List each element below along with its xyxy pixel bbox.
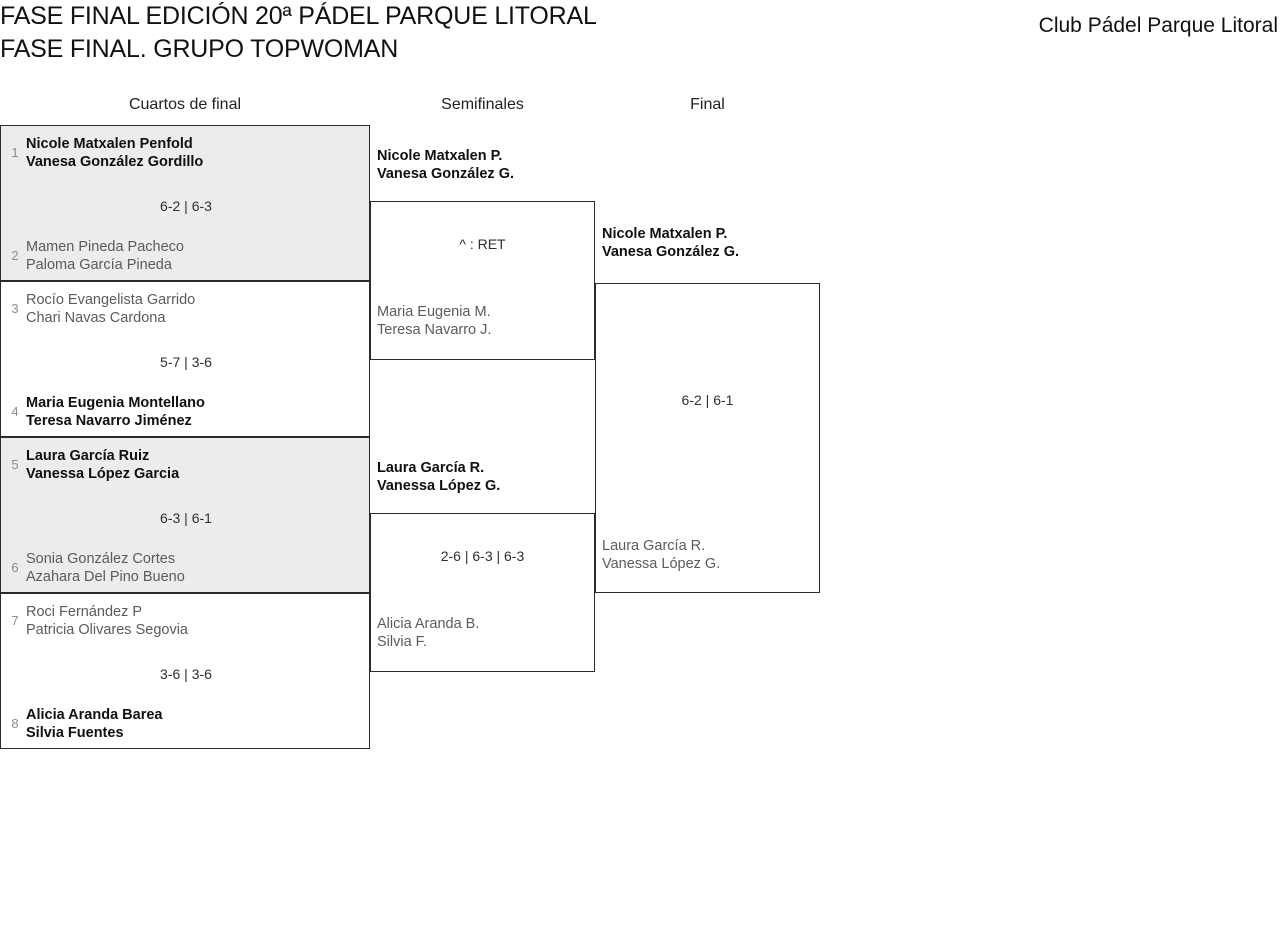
player-name: Laura García Ruiz bbox=[26, 448, 150, 464]
player-name: Rocío Evangelista Garrido bbox=[26, 292, 196, 308]
match-score: ^ : RET bbox=[459, 236, 506, 252]
player-name: Laura García R. bbox=[602, 538, 706, 554]
semifinal-team-bottom[interactable]: Alicia Aranda B. Silvia F. bbox=[377, 615, 479, 651]
semifinal-match[interactable] bbox=[370, 201, 595, 360]
player-name: Vanessa López G. bbox=[602, 556, 721, 572]
seed-number: 5 bbox=[11, 457, 19, 472]
player-name: Azahara Del Pino Bueno bbox=[26, 569, 185, 585]
player-name: Paloma García Pineda bbox=[26, 257, 172, 273]
quarterfinal-match[interactable]: 5 Laura García Ruiz Vanessa López Garcia… bbox=[0, 437, 370, 593]
match-score: 5-7 | 3-6 bbox=[160, 354, 212, 370]
round-heading-semifinals: Semifinales bbox=[441, 96, 524, 113]
seed-number: 4 bbox=[11, 404, 19, 419]
semifinal-team-bottom[interactable]: Maria Eugenia M. Teresa Navarro J. bbox=[377, 303, 491, 339]
round-heading-final: Final bbox=[690, 96, 725, 113]
player-name: Alicia Aranda B. bbox=[377, 616, 480, 632]
player-name: Sonia González Cortes bbox=[26, 551, 176, 567]
team-names: Maria Eugenia Montellano Teresa Navarro … bbox=[26, 394, 365, 430]
player-name: Patricia Olivares Segovia bbox=[26, 622, 188, 638]
match-score: 3-6 | 3-6 bbox=[160, 666, 212, 682]
player-name: Maria Eugenia M. bbox=[377, 304, 491, 320]
player-name: Maria Eugenia Montellano bbox=[26, 395, 205, 411]
team-names: Laura García Ruiz Vanessa López Garcia bbox=[26, 447, 365, 483]
title-line-1: FASE FINAL EDICIÓN 20ª PÁDEL PARQUE LITO… bbox=[0, 2, 597, 30]
player-name: Laura García R. bbox=[377, 460, 485, 476]
team-names: Rocío Evangelista Garrido Chari Navas Ca… bbox=[26, 291, 365, 327]
team-names: Alicia Aranda Barea Silvia Fuentes bbox=[26, 706, 365, 742]
team-names: Sonia González Cortes Azahara Del Pino B… bbox=[26, 550, 365, 586]
team-names: Nicole Matxalen Penfold Vanesa González … bbox=[26, 135, 365, 171]
final-team-top[interactable]: Nicole Matxalen P. Vanesa González G. bbox=[602, 225, 739, 261]
player-name: Teresa Navarro J. bbox=[377, 322, 492, 338]
player-name: Silvia Fuentes bbox=[26, 725, 124, 741]
quarterfinal-match[interactable]: 1 Nicole Matxalen Penfold Vanesa Gonzále… bbox=[0, 125, 370, 281]
team-names: Roci Fernández P Patricia Olivares Segov… bbox=[26, 603, 365, 639]
tournament-title: FASE FINAL EDICIÓN 20ª PÁDEL PARQUE LITO… bbox=[0, 0, 760, 66]
semifinal-match[interactable] bbox=[370, 513, 595, 672]
seed-number: 8 bbox=[11, 716, 19, 731]
player-name: Teresa Navarro Jiménez bbox=[26, 413, 192, 429]
player-name: Chari Navas Cardona bbox=[26, 310, 166, 326]
player-name: Alicia Aranda Barea bbox=[26, 707, 163, 723]
player-name: Vanesa González Gordillo bbox=[26, 154, 204, 170]
player-name: Vanesa González G. bbox=[602, 244, 739, 260]
match-score: 6-2 | 6-3 bbox=[160, 198, 212, 214]
player-name: Mamen Pineda Pacheco bbox=[26, 239, 184, 255]
final-team-bottom[interactable]: Laura García R. Vanessa López G. bbox=[602, 537, 720, 573]
quarterfinal-match[interactable]: 3 Rocío Evangelista Garrido Chari Navas … bbox=[0, 281, 370, 437]
player-name: Nicole Matxalen Penfold bbox=[26, 136, 193, 152]
seed-number: 6 bbox=[11, 560, 19, 575]
seed-number: 1 bbox=[11, 145, 19, 160]
player-name: Vanessa López Garcia bbox=[26, 466, 180, 482]
seed-number: 2 bbox=[11, 248, 19, 263]
semifinal-team-top[interactable]: Laura García R. Vanessa López G. bbox=[377, 459, 500, 495]
player-name: Vanesa González G. bbox=[377, 166, 514, 182]
match-score: 6-2 | 6-1 bbox=[681, 392, 734, 408]
team-names: Mamen Pineda Pacheco Paloma García Pined… bbox=[26, 238, 365, 274]
final-match[interactable] bbox=[595, 283, 820, 593]
semifinal-team-top[interactable]: Nicole Matxalen P. Vanesa González G. bbox=[377, 147, 514, 183]
player-name: Vanessa López G. bbox=[377, 478, 501, 494]
club-name: Club Pádel Parque Litoral bbox=[1038, 14, 1278, 37]
round-heading-quarterfinals: Cuartos de final bbox=[128, 96, 242, 113]
player-name: Nicole Matxalen P. bbox=[377, 148, 503, 164]
player-name: Silvia F. bbox=[377, 634, 427, 650]
player-name: Roci Fernández P bbox=[26, 604, 143, 620]
quarterfinal-match[interactable]: 7 Roci Fernández P Patricia Olivares Seg… bbox=[0, 593, 370, 749]
seed-number: 3 bbox=[11, 301, 19, 316]
match-score: 2-6 | 6-3 | 6-3 bbox=[440, 548, 525, 564]
seed-number: 7 bbox=[11, 613, 19, 628]
player-name: Nicole Matxalen P. bbox=[602, 226, 728, 242]
match-score: 6-3 | 6-1 bbox=[160, 510, 212, 526]
title-line-2: FASE FINAL. GRUPO TOPWOMAN bbox=[0, 35, 399, 63]
